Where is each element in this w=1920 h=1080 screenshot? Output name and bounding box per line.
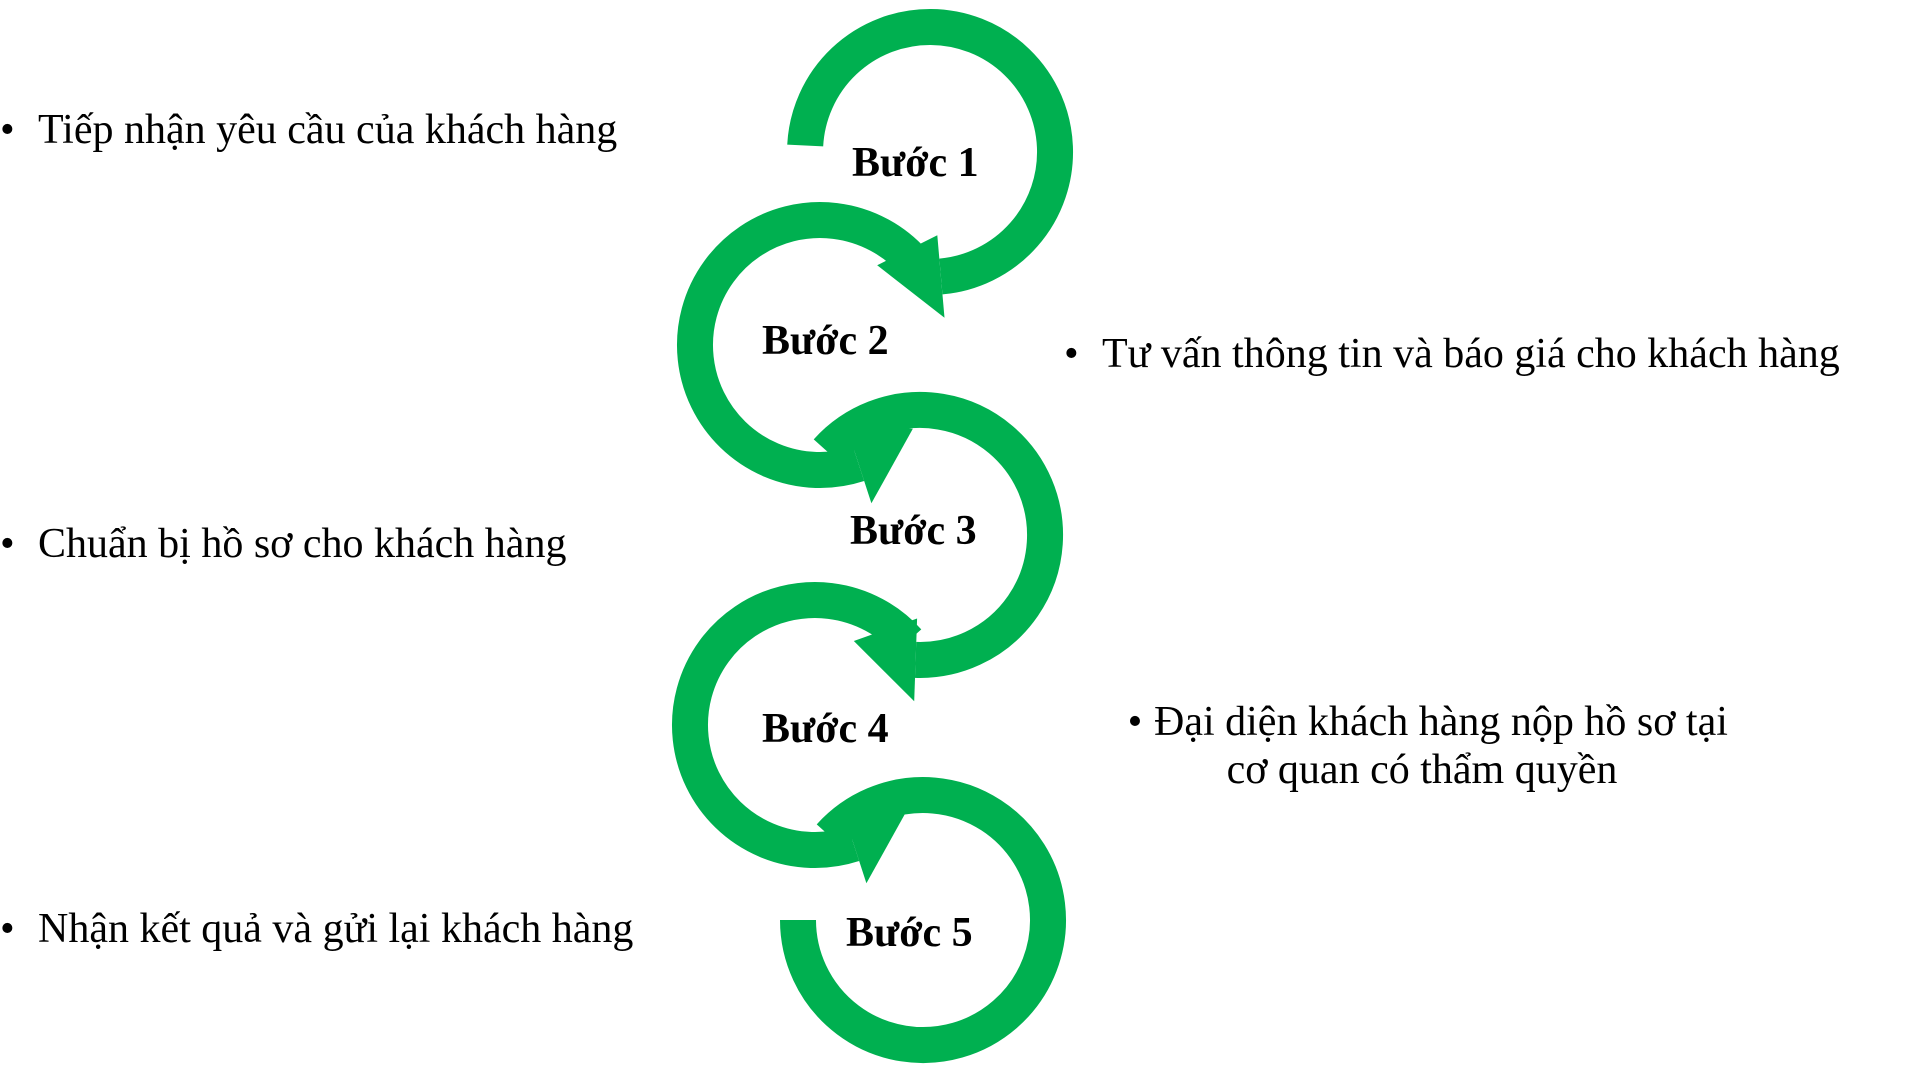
step-1-label: Bước 1 xyxy=(852,140,979,186)
bullet-icon: • xyxy=(0,906,15,952)
step-5-label: Bước 5 xyxy=(846,910,973,956)
step-5-arrow xyxy=(780,777,1066,1064)
step-4-description-line-2: cơ quan có thẩm quyền xyxy=(1226,747,1618,794)
step-3-arrow-arc xyxy=(813,392,1063,678)
step-2-label: Bước 2 xyxy=(762,318,889,364)
step-2-description-text: Tư vấn thông tin và báo giá cho khách hà… xyxy=(1102,331,1840,377)
step-1-description-text: Tiếp nhận yêu cầu của khách hàng xyxy=(38,107,618,153)
step-3-description-text: Chuẩn bị hồ sơ cho khách hàng xyxy=(38,521,567,567)
bullet-icon: • xyxy=(0,107,15,153)
step-3-label: Bước 3 xyxy=(850,508,977,554)
circular-arrows xyxy=(672,9,1074,1064)
bullet-icon: • xyxy=(1127,699,1143,745)
step-2-arrow-arc xyxy=(677,202,927,488)
step-4-description: •Đại diện khách hàng nộp hồ sơ tại cơ qu… xyxy=(1116,698,1728,795)
bullet-icon: • xyxy=(0,521,15,567)
step-1-arrow-head xyxy=(877,235,945,318)
step-5-description: • Nhận kết quả và gửi lại khách hàng xyxy=(0,905,633,953)
step-1-description: • Tiếp nhận yêu cầu của khách hàng xyxy=(0,106,617,154)
step-2-description: • Tư vấn thông tin và báo giá cho khách h… xyxy=(1064,330,1840,378)
step-4-label: Bước 4 xyxy=(762,706,889,752)
bullet-icon: • xyxy=(1064,331,1079,377)
step-4-description-line-1: •Đại diện khách hàng nộp hồ sơ tại xyxy=(1116,698,1728,746)
step-1-arrow xyxy=(787,9,1074,318)
step-4-arrow-arc xyxy=(672,582,922,868)
step-1-arrow-arc xyxy=(787,9,1074,295)
step-5-description-text: Nhận kết quả và gửi lại khách hàng xyxy=(38,906,634,952)
step-5-arrow-arc xyxy=(780,777,1066,1064)
step-3-description: • Chuẩn bị hồ sơ cho khách hàng xyxy=(0,520,566,568)
